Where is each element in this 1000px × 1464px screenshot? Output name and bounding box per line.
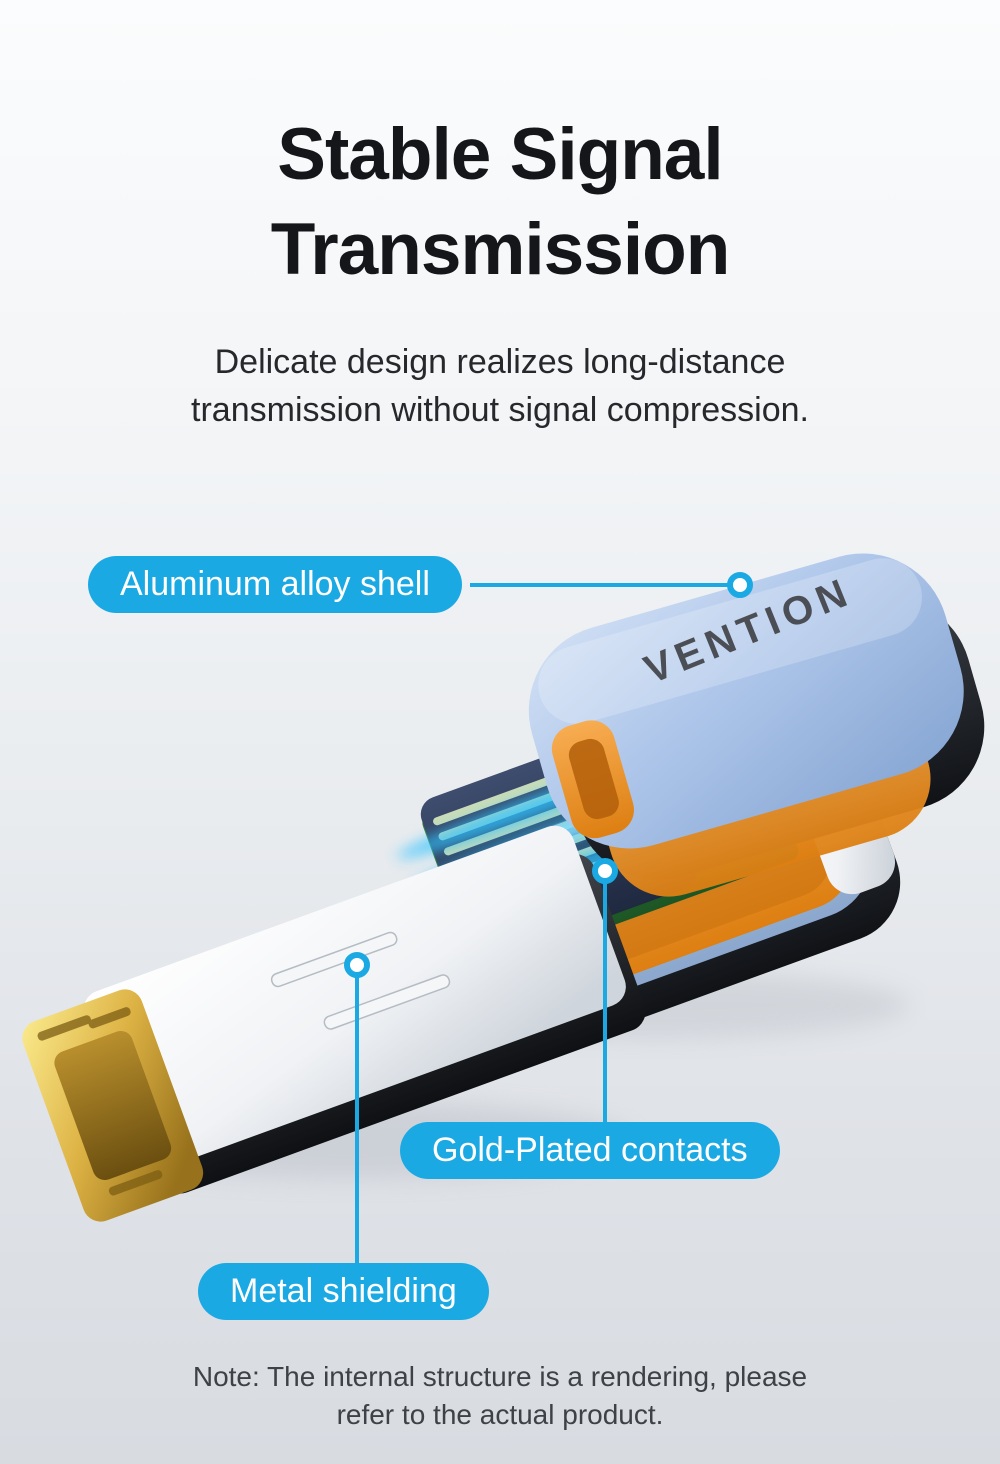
callout-aluminum-alloy-shell: Aluminum alloy shell: [88, 556, 462, 613]
metal-shield-top-face: [83, 825, 626, 1171]
gold-hdmi-port-cavity: [54, 1030, 172, 1181]
aluminum-shell-top: [528, 553, 985, 897]
page-title: Stable Signal Transmission: [0, 108, 1000, 298]
aluminum-shell-anchor-dot: [727, 572, 753, 598]
note-line-2: refer to the actual product.: [336, 1398, 664, 1430]
gold-contacts-anchor-dot: [592, 858, 618, 884]
product-render: VENTION: [22, 553, 985, 1268]
subtitle-line-1: Delicate design realizes long-distance: [214, 343, 786, 381]
shell-sheen: [538, 558, 922, 724]
subtitle-line-2: transmission without signal compression.: [191, 391, 809, 430]
title-line-2: Transmission: [270, 208, 731, 290]
callout-gold-plated-contacts: Gold-Plated contacts: [400, 1122, 780, 1179]
page-subtitle: Delicate design realizes long-distance t…: [0, 338, 1000, 435]
title-line-1: Stable Signal: [277, 114, 723, 195]
disclaimer-note: Note: The internal structure is a render…: [0, 1358, 1000, 1433]
shell-left-curl-cavity: [568, 738, 619, 820]
callout-metal-shielding: Metal shielding: [198, 1263, 489, 1320]
note-line-1: Note: The internal structure is a render…: [192, 1361, 808, 1392]
gold-port-slot-cutouts: [37, 1007, 163, 1196]
metal-shielding-piece: [22, 825, 646, 1222]
shell-body: [528, 553, 964, 849]
metal-shielding-anchor-dot: [344, 952, 370, 978]
